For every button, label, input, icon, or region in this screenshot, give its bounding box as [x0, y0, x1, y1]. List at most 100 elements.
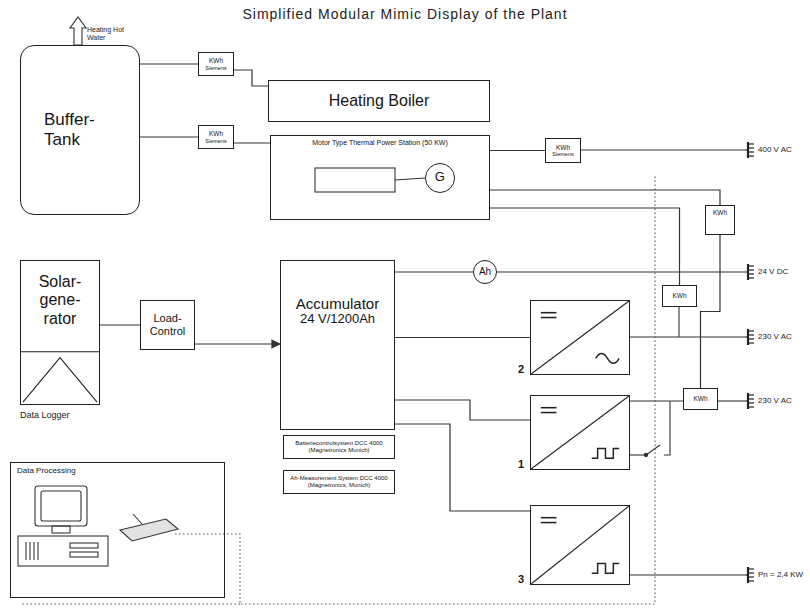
disk-drive — [70, 552, 98, 557]
terminal-symbol — [745, 264, 754, 280]
inverter-box: 3 — [530, 505, 630, 585]
power-station-box: Motor Type Thermal Power Station (50 KW)… — [270, 135, 490, 220]
data-logger-device — [120, 519, 178, 541]
node-text: KWh — [671, 292, 687, 299]
meter-tap-wire — [678, 307, 679, 337]
measurement-system-box: Ah-Measurement System DCC 4000 (Magnetro… — [283, 470, 395, 494]
ac-230-wire — [630, 336, 745, 337]
control-system-box: Batteriecontrolsystem DCC 4000 (Magnetro… — [283, 435, 395, 459]
wire-connector — [490, 190, 720, 205]
dc-24-wire — [497, 271, 745, 272]
wire-connector — [630, 400, 683, 401]
wire-connector — [395, 424, 530, 511]
terminal-label: 230 V AC — [758, 396, 806, 405]
diagram-title: Simplified Modular Mimic Display of the … — [0, 6, 810, 22]
energy-meter: KWh — [683, 388, 718, 410]
data-acquisition-line — [175, 175, 655, 604]
inverter-box: 2 — [530, 300, 630, 375]
annotation-label: Heating Hot Water — [87, 26, 131, 42]
terminal-label: 400 V AC — [758, 145, 806, 154]
case-vent — [25, 542, 26, 560]
node-text: KWh — [712, 209, 728, 216]
wire-connector — [234, 70, 268, 86]
wire-connector — [490, 208, 680, 285]
wire-connector — [140, 63, 198, 64]
switch-blade — [646, 445, 660, 455]
node-text: Siemens — [204, 138, 227, 144]
wire-connector — [490, 150, 545, 151]
square-symbol — [531, 506, 629, 584]
node-text: KWh — [208, 130, 224, 137]
case-vent — [29, 542, 30, 560]
terminal-group — [745, 142, 754, 583]
wire-connector — [395, 400, 530, 420]
switch-pivot — [644, 453, 647, 456]
callout-number: 2 — [517, 363, 525, 376]
solar-generator: Solar- gene- rator — [20, 260, 100, 405]
terminal-symbol — [745, 142, 754, 158]
ampere-hour-meter: Ah — [473, 260, 497, 284]
node-text: Accumulator — [295, 295, 380, 312]
node-text: Heating Boiler — [328, 92, 431, 110]
terminal-label: Pn = 2,4 KW — [758, 570, 806, 579]
case-vent — [33, 542, 34, 560]
node-text: Solar- gene- rator — [33, 273, 87, 328]
inverter-box: 1 — [530, 395, 630, 470]
engine-block — [315, 168, 395, 192]
data-processing-box: Data Processing — [10, 462, 225, 598]
ac-400-wire — [581, 149, 745, 150]
disk-drive — [70, 543, 98, 548]
terminal-label: 230 V AC — [758, 332, 806, 341]
computer-case — [18, 536, 108, 566]
terminal-symbol — [745, 329, 754, 345]
node-text: Motor Type Thermal Power Station (50 KW) — [311, 139, 449, 147]
load-control-box: Load- Control — [140, 300, 195, 350]
terminal-label: 24 V DC — [758, 267, 806, 276]
terminal-symbol — [745, 567, 754, 583]
wire-connector — [395, 337, 530, 338]
hot-water-arrow — [70, 17, 86, 45]
node-text: G — [434, 170, 446, 185]
energy-meter: KWh — [662, 285, 697, 307]
monitor-screen — [41, 491, 81, 521]
node-text: Buffer- Tank — [43, 110, 107, 149]
wire-connector — [395, 271, 473, 272]
energy-meter: KWhSiemens — [198, 52, 234, 76]
wire-connector — [195, 343, 280, 344]
switch-wire — [630, 454, 646, 455]
energy-meter: KWhSiemens — [198, 125, 234, 149]
node-text: 24 V/1200Ah — [299, 312, 376, 327]
node-text: Ah — [478, 266, 492, 278]
switch-wire — [664, 401, 670, 455]
node-text: Ah-Measurement System DCC 4000 (Magnetro… — [284, 475, 394, 489]
logger-leader — [133, 514, 142, 524]
energy-meter: KWh — [705, 205, 735, 235]
node-text: Siemens — [204, 65, 227, 71]
monitor-stand — [52, 526, 70, 533]
monitor-housing — [35, 486, 87, 526]
callout-number: 1 — [517, 458, 525, 471]
generator-circle: G — [425, 163, 455, 193]
wire-connector — [701, 235, 721, 388]
wire-connector — [100, 324, 140, 325]
data-acquisition-line — [20, 603, 240, 604]
heating-boiler: Heating Boiler — [268, 80, 490, 122]
wire-connector — [140, 136, 198, 137]
energy-meter: KWhSiemens — [545, 138, 581, 163]
annotation-label: Data Logger — [20, 410, 110, 420]
callout-number: 3 — [517, 573, 525, 586]
sine-symbol — [531, 301, 629, 374]
node-text: Batteriecontrolsystem DCC 4000 (Magnetro… — [284, 440, 394, 454]
node-text: Siemens — [551, 151, 574, 157]
accumulator-box: Accumulator24 V/1200Ah — [280, 260, 395, 430]
terminal-symbol — [745, 393, 754, 409]
node-text: KWh — [208, 57, 224, 64]
node-text: Load- Control — [143, 312, 193, 337]
square-symbol — [531, 396, 629, 469]
node-text: Data Processing — [16, 466, 77, 475]
buffer-tank: Buffer- Tank — [20, 45, 140, 215]
case-vent — [37, 542, 38, 560]
node-text: KWh — [555, 144, 571, 151]
